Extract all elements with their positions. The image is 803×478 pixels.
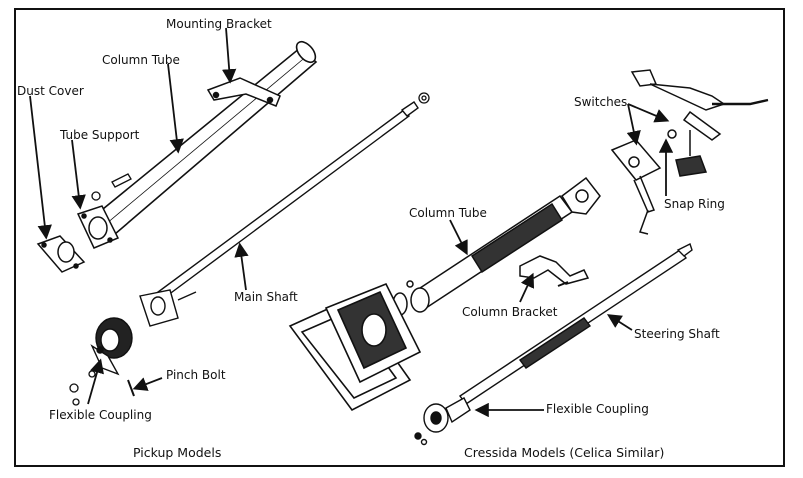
pickup-mounting-bracket xyxy=(206,77,281,107)
pickup-flexible-coupling xyxy=(90,317,135,397)
label-flexible-coupling-pickup: Flexible Coupling xyxy=(49,408,152,422)
pickup-tube-support xyxy=(76,205,120,249)
label-mounting-bracket: Mounting Bracket xyxy=(166,17,272,31)
caption-cressida-models: Cressida Models (Celica Similar) xyxy=(464,445,665,460)
label-dust-cover: Dust Cover xyxy=(17,84,84,98)
cressida-switches xyxy=(610,69,769,235)
cressida-flexible-coupling xyxy=(414,397,471,446)
cressida-column-tube xyxy=(410,176,601,313)
label-flexible-coupling-cressida: Flexible Coupling xyxy=(546,402,649,416)
label-snap-ring: Snap Ring xyxy=(664,197,725,211)
pickup-main-shaft xyxy=(139,101,419,327)
label-tube-support: Tube Support xyxy=(60,128,140,142)
label-steering-shaft: Steering Shaft xyxy=(634,327,720,341)
caption-pickup-models: Pickup Models xyxy=(133,445,222,460)
label-switches: Switches xyxy=(574,95,628,109)
label-column-bracket: Column Bracket xyxy=(462,305,558,319)
pickup-dust-cover xyxy=(36,235,86,273)
cressida-steering-shaft xyxy=(458,243,693,405)
label-main-shaft: Main Shaft xyxy=(234,290,298,304)
label-column-tube-cressida: Column Tube xyxy=(409,206,487,220)
label-pinch-bolt: Pinch Bolt xyxy=(166,368,226,382)
leader-arrows xyxy=(29,27,674,418)
label-column-tube-pickup: Column Tube xyxy=(102,53,180,67)
cressida-boot-plate xyxy=(288,282,422,412)
diagram-frame xyxy=(14,8,785,467)
